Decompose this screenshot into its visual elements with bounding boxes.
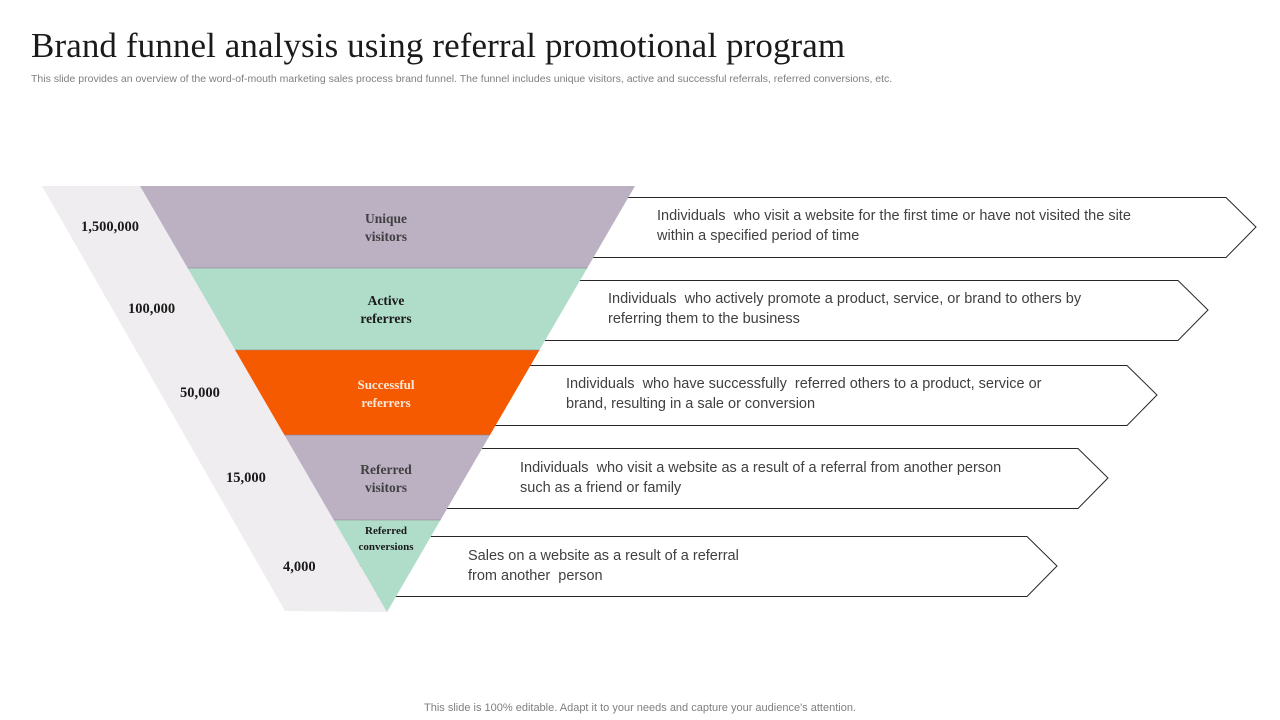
stage-label-line: referrers (360, 311, 412, 326)
stage-description-referred-conversions: Sales on a website as a result of a refe… (468, 547, 739, 586)
stage-label-line: Successful (357, 377, 415, 392)
stage-label-active-referrers: Active referrers (326, 292, 446, 328)
stage-value-successful-referrers: 50,000 (180, 385, 220, 401)
description-line: referring them to the business (608, 310, 800, 327)
stage-value-active-referrers: 100,000 (128, 301, 176, 317)
funnel-layer-referred-visitors (284, 435, 490, 520)
stage-label-line: Active (367, 293, 405, 308)
page-subtitle: This slide provides an overview of the w… (31, 73, 893, 85)
stage-value-referred-conversions: 4,000 (283, 559, 316, 575)
funnel-layer-active-referrers (187, 268, 588, 350)
stage-description-unique-visitors: Individuals who visit a website for the … (657, 207, 1131, 246)
value-band (42, 186, 387, 612)
stage-label-referred-conversions: Referred conversions (331, 523, 441, 555)
stage-description-successful-referrers: Individuals who have successfully referr… (566, 375, 1042, 414)
page-title: Brand funnel analysis using referral pro… (31, 26, 846, 65)
description-line: such as a friend or family (520, 479, 682, 496)
funnel-layer-referred-conversions (333, 520, 441, 612)
stage-description-active-referrers: Individuals who actively promote a produ… (608, 290, 1081, 329)
footer-note: This slide is 100% editable. Adapt it to… (424, 702, 856, 714)
description-line: brand, resulting in a sale or conversion (566, 395, 816, 412)
description-line: Individuals who visit a website for the … (657, 208, 1131, 224)
stage-label-line: conversions (358, 541, 414, 553)
description-line: within a specified period of time (657, 227, 860, 244)
stage-label-line: Referred (365, 525, 407, 537)
description-line: Individuals who actively promote a produ… (608, 291, 1082, 307)
funnel-layer-unique-visitors (140, 186, 635, 268)
funnel-layer-successful-referrers (235, 350, 540, 435)
stage-label-line: visitors (365, 229, 407, 244)
stage-label-line: visitors (365, 480, 407, 495)
stage-label-line: Unique (364, 211, 408, 226)
stage-label-line: Referred (360, 462, 412, 477)
stage-label-line: referrers (361, 395, 411, 410)
stage-label-successful-referrers: Successful referrers (326, 376, 446, 412)
stage-label-referred-visitors: Referred visitors (326, 461, 446, 497)
description-line: from another person (468, 567, 603, 584)
description-line: Individuals who visit a website as a res… (520, 460, 1002, 476)
stage-value-unique-visitors: 1,500,000 (81, 219, 139, 235)
stage-value-referred-visitors: 15,000 (226, 470, 266, 486)
description-line: Individuals who have successfully referr… (566, 376, 1042, 392)
stage-description-referred-visitors: Individuals who visit a website as a res… (520, 459, 1001, 498)
description-line: Sales on a website as a result of a refe… (468, 548, 739, 564)
stage-label-unique-visitors: Unique visitors (326, 210, 446, 246)
